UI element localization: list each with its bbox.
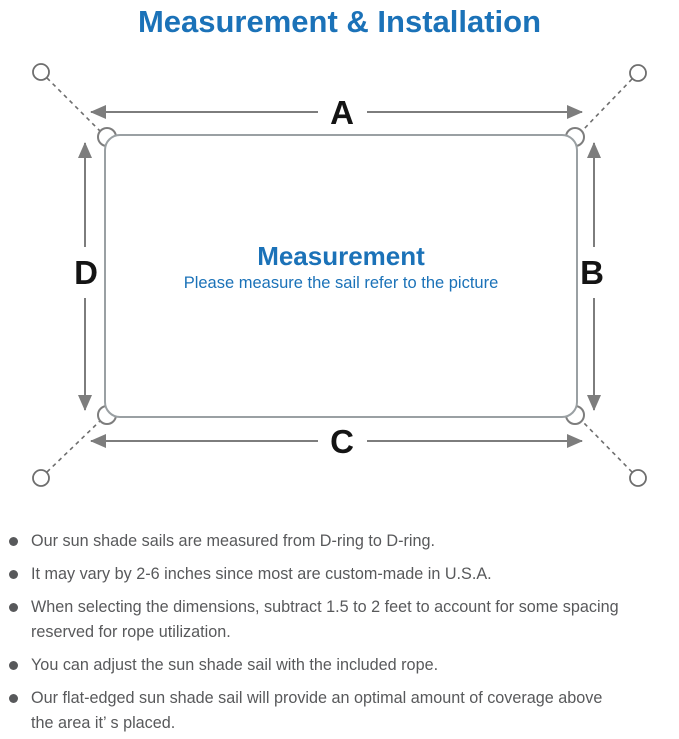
bullet-dot-icon [9, 570, 18, 579]
bullet-dot-icon [9, 661, 18, 670]
page-title: Measurement & Installation [137, 4, 542, 39]
diagram-center-heading: Measurement [257, 241, 425, 271]
note-text: You can adjust the sun shade sail with t… [31, 656, 439, 674]
bullet-dot-icon [9, 537, 18, 546]
side-label-a: A [330, 94, 354, 131]
tether-line-bottom-right [581, 420, 633, 473]
note-text: When selecting the dimensions, subtract … [31, 598, 619, 641]
note-text: It may vary by 2-6 inches since most are… [31, 565, 492, 583]
anchor-point-icon [32, 63, 50, 81]
notes-list: Our sun shade sails are measured from D-… [0, 529, 679, 736]
tether-line-bottom-left [46, 420, 101, 473]
sail-outline [104, 134, 578, 418]
diagram-center-subtitle: Please measure the sail refer to the pic… [184, 274, 499, 292]
tether-line-top-left [46, 77, 101, 132]
anchor-point-icon [629, 64, 647, 82]
measurement-diagram: A B C D Measurement Please measure the s… [32, 63, 647, 487]
measurement-arrows [78, 105, 601, 448]
note-text: Our sun shade sails are measured from D-… [31, 532, 435, 550]
bullet-dot-icon [9, 603, 18, 612]
tether-line-top-right [581, 78, 633, 132]
list-item: When selecting the dimensions, subtract … [9, 595, 675, 645]
side-label-b: B [580, 254, 604, 291]
anchor-point-icon [629, 469, 647, 487]
list-item: It may vary by 2-6 inches since most are… [9, 562, 675, 587]
side-label-c: C [330, 423, 354, 460]
bullet-dot-icon [9, 694, 18, 703]
list-item: Our sun shade sails are measured from D-… [9, 529, 675, 554]
anchor-points [32, 63, 647, 487]
dashed-tether-lines [46, 77, 633, 473]
list-item: You can adjust the sun shade sail with t… [9, 653, 675, 678]
anchor-point-icon [32, 469, 50, 487]
note-text: Our flat-edged sun shade sail will provi… [31, 689, 603, 732]
side-label-d: D [74, 254, 98, 291]
list-item: Our flat-edged sun shade sail will provi… [9, 686, 675, 736]
